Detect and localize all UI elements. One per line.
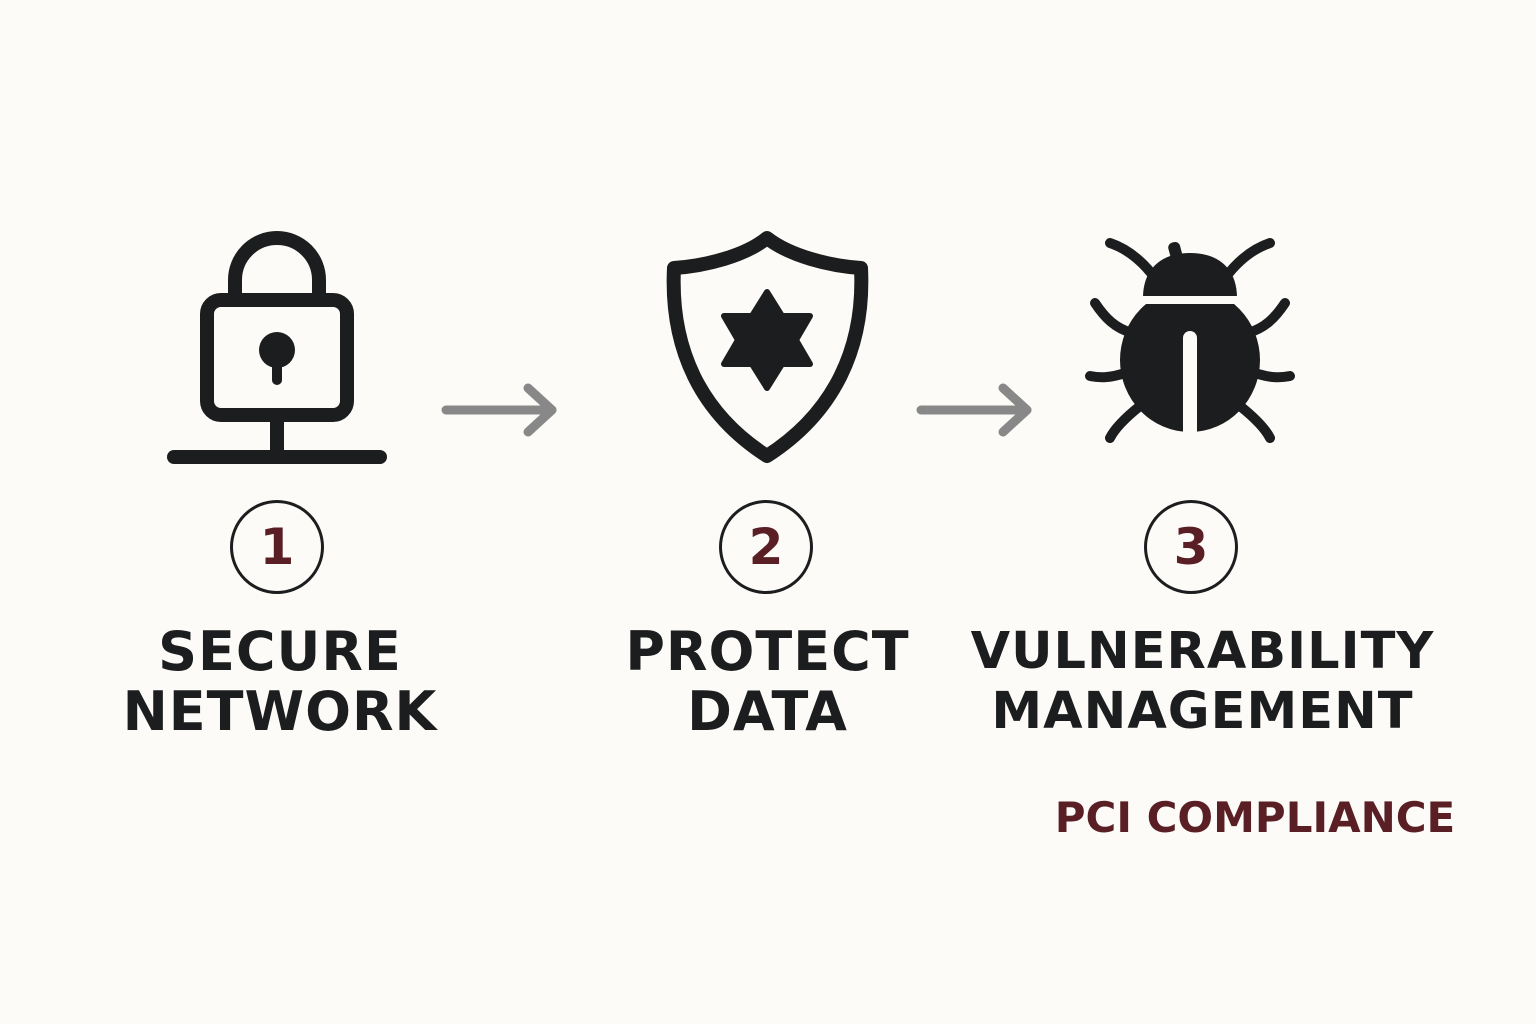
arrow-icon (440, 382, 565, 438)
step-label-line: PROTECT (625, 620, 910, 683)
step-label: SECURE NETWORK (110, 622, 450, 742)
step-label-line: DATA (687, 680, 848, 743)
pci-compliance-label: PCI COMPLIANCE (1054, 793, 1456, 842)
step-label-line: SECURE (158, 620, 402, 683)
arrow-icon (915, 382, 1040, 438)
step-number-badge: 2 (719, 500, 813, 594)
bug-icon (1080, 228, 1300, 453)
step-number-badge: 3 (1144, 500, 1238, 594)
shield-star-icon (660, 228, 875, 468)
step-label: VULNERABILITY MANAGEMENT (960, 622, 1445, 742)
step-number-badge: 1 (230, 500, 324, 594)
step-label: PROTECT DATA (600, 622, 935, 742)
step-label-line: MANAGEMENT (991, 682, 1414, 741)
step-label-line: NETWORK (122, 680, 438, 743)
padlock-network-icon (160, 220, 395, 475)
step-label-line: VULNERABILITY (970, 622, 1435, 681)
